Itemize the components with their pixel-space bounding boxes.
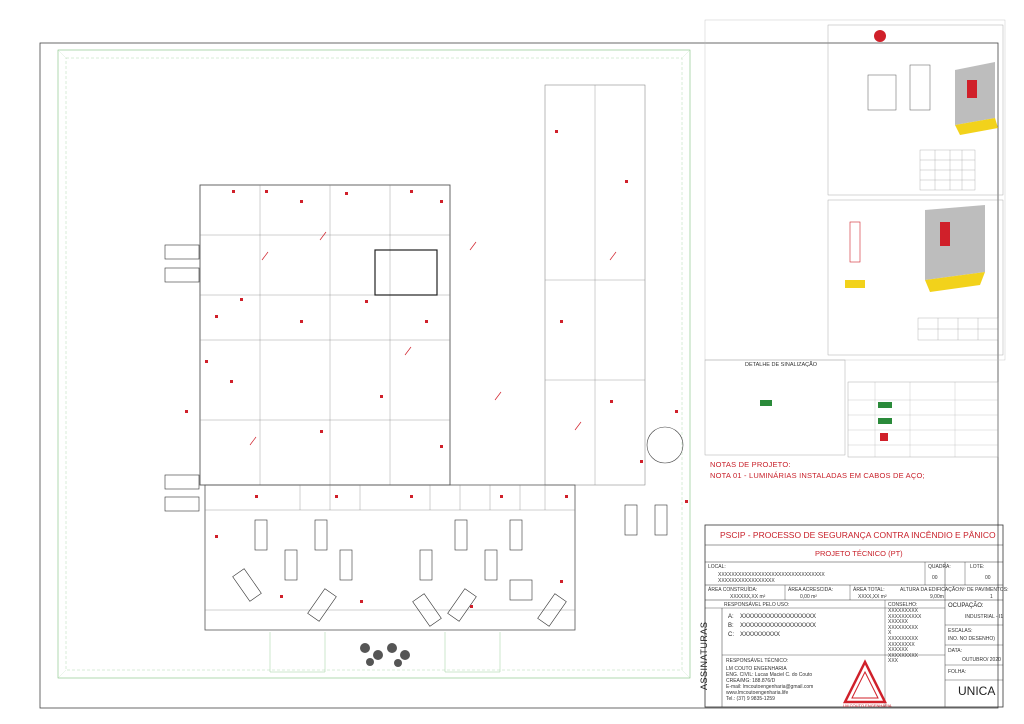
responsavel-uso-label: RESPONSÁVEL PELO USO: xyxy=(724,602,790,608)
resp-b-value: XXXXXXXXXXXXXXXXXXX xyxy=(740,623,817,629)
folha-value: UNICA xyxy=(958,684,996,698)
resp-tecnico-line: ENG. CIVIL: Lucas Maciel C. do Couto xyxy=(726,672,813,678)
resp-a-value: XXXXXXXXXXXXXXXXXXX xyxy=(740,614,817,620)
altura-value: 9,00m xyxy=(930,594,944,600)
resp-tecnico-line: CREA/MG: 188.876/D xyxy=(726,678,776,684)
resp-b-label: B: xyxy=(728,623,734,629)
resp-c-value: XXXXXXXXXX xyxy=(740,632,781,638)
local-value-2: XXXXXXXXXXXXXXXXX xyxy=(718,578,775,584)
data-label: DATA: xyxy=(948,648,962,654)
resp-tecnico-line: Tel.: (37) 9 9835-1259 xyxy=(726,696,775,702)
quadra-value: 00 xyxy=(932,575,938,581)
conselho-label: CONSELHO: xyxy=(888,602,918,608)
pavimentos-value: 1 xyxy=(990,594,993,600)
logo-text: LM COUTO ENGENHARIA xyxy=(843,703,892,708)
lote-value: 00 xyxy=(985,575,991,581)
parking-left xyxy=(164,244,200,512)
conselho-value: XXXXXXXXX xyxy=(888,652,919,659)
site-hatch xyxy=(57,49,691,679)
local-label: LOCAL: xyxy=(708,564,726,570)
resp-c-label: C: xyxy=(728,632,734,638)
project-title: PSCIP - PROCESSO DE SEGURANÇA CONTRA INC… xyxy=(720,530,996,540)
water-tank xyxy=(646,426,684,464)
detail-signage xyxy=(704,359,846,456)
detail-title: DETALHE DE SINALIZAÇÃO xyxy=(745,362,818,368)
folha-label: FOLHA: xyxy=(948,669,967,675)
building-a xyxy=(199,184,451,486)
area-total-label: ÁREA TOTAL: xyxy=(853,587,885,593)
conselho-value: XXXXXXXXX xyxy=(888,624,919,631)
conselho-list: XXXXXXXXX XXXXXXXXXX XXXXXX XXXXXXXXX X … xyxy=(888,608,922,665)
notes-title: NOTAS DE PROJETO: xyxy=(710,460,791,469)
pavimentos-label: Nº DE PAVIMENTOS: xyxy=(960,587,1009,593)
resp-tecnico-line: E-mail: lmcoutoengenharia@gmail.com xyxy=(726,684,814,690)
trees xyxy=(360,643,410,667)
local-value-1: XXXXXXXXXXXXXXXXXXXXXXXXXXXXXXXX xyxy=(718,572,825,578)
escalas-value: INO. NO DESENHO) xyxy=(948,636,995,642)
quadra-label: QUADRA: xyxy=(928,564,951,570)
conselho-value: XXXXXXXXX xyxy=(888,635,919,642)
area-total-value: XXXX,XX m² xyxy=(858,594,887,600)
ocupacao-value: INDUSTRIAL - I1 xyxy=(965,614,1004,620)
lote-label: LOTE: xyxy=(970,564,985,570)
conselho-value: XXXXXX xyxy=(888,619,909,626)
conselho-value: X xyxy=(888,630,892,637)
conselho-value: XXXXXXXX xyxy=(888,641,915,648)
parking-bottom xyxy=(232,504,668,627)
conselho-value: XXX xyxy=(888,658,899,665)
assinaturas-label: ASSINATURAS xyxy=(699,621,709,690)
conselho-value: XXXXXXXXXX xyxy=(888,613,922,620)
conselho-value: XXXXXXXXX xyxy=(888,608,919,614)
resp-tecnico-label: RESPONSÁVEL TÉCNICO: xyxy=(726,658,789,664)
altura-label: ALTURA DA EDIFICAÇÃO: xyxy=(900,587,961,593)
fire-logo xyxy=(874,30,886,42)
signage-markers xyxy=(185,130,688,608)
detail-hidrante xyxy=(827,199,1004,356)
resp-a-label: A: xyxy=(728,614,734,620)
resp-tecnico-line: www.lmcoutoengenharia.life xyxy=(726,690,789,696)
signage-table xyxy=(847,381,999,458)
data-value: OUTUBRO/ 2020 xyxy=(962,657,1001,663)
note-01: NOTA 01 - LUMINÁRIAS INSTALADAS EM CABOS… xyxy=(710,471,925,480)
area-construida-value: XXXXXX,XX m² xyxy=(730,594,766,600)
conselho-value: XXXXXX xyxy=(888,647,909,654)
sheet-border xyxy=(39,42,999,709)
resp-tecnico-line: LM COUTO ENGENHARIA xyxy=(726,666,787,672)
area-acrescida-value: 0,00 m² xyxy=(800,594,817,600)
area-construida-label: ÁREA CONSTRUÍDA: xyxy=(708,587,758,593)
resp-tecnico-info: LM COUTO ENGENHARIA ENG. CIVIL: Lucas Ma… xyxy=(726,666,813,702)
machine-room xyxy=(374,249,438,296)
office-strip xyxy=(204,484,576,631)
project-subtitle: PROJETO TÉCNICO (PT) xyxy=(815,549,903,558)
ocupacao-label: OCUPAÇÃO: xyxy=(948,603,984,609)
site-boundary xyxy=(57,49,691,679)
detail-extintor xyxy=(827,24,1004,196)
area-acrescida-label: ÁREA ACRESCIDA: xyxy=(788,587,834,593)
title-block-frame xyxy=(704,524,1004,708)
logo-mark xyxy=(842,659,888,704)
escalas-label: ESCALAS: xyxy=(948,628,973,634)
